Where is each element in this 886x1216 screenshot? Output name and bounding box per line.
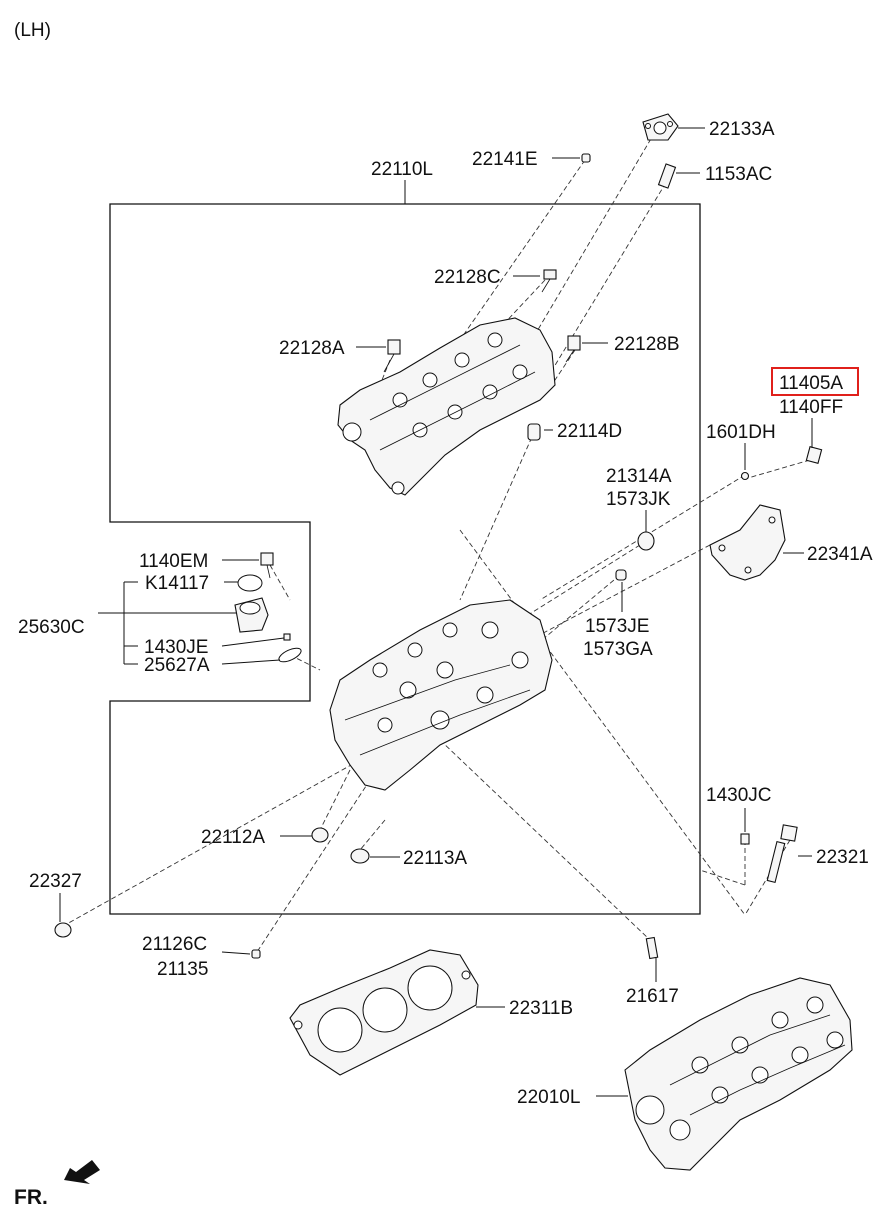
water-outlet-25630C-part[interactable]: [234, 597, 269, 633]
label-22114D[interactable]: 22114D: [557, 421, 622, 442]
label-22128A[interactable]: 22128A: [279, 338, 345, 359]
label-22341A[interactable]: 22341A: [807, 544, 873, 565]
label-22112A[interactable]: 22112A: [201, 827, 265, 848]
label-21135[interactable]: 21135: [157, 959, 208, 980]
label-25627A[interactable]: 25627A: [144, 655, 210, 676]
label-1140EM[interactable]: 1140EM: [139, 551, 208, 572]
label-1430JC[interactable]: 1430JC: [706, 785, 772, 806]
sleeve-part[interactable]: [527, 423, 541, 441]
label-22321[interactable]: 22321: [816, 847, 869, 868]
leader-lines: [59, 127, 813, 1097]
subassembly-bracket: [98, 581, 240, 665]
flange-plate-part[interactable]: [642, 113, 679, 141]
label-21617[interactable]: 21617: [626, 986, 679, 1007]
side-label: (LH): [14, 20, 51, 41]
plug-1601DH-part[interactable]: [740, 471, 750, 481]
pin-1430JC-part[interactable]: [740, 833, 750, 845]
assembly-lines: [64, 131, 811, 956]
part-labels: 22133A 22141E 1153AC 22110L 22128C 22128…: [18, 119, 873, 1108]
bolt-22128B-part[interactable]: [565, 335, 581, 363]
stud-part[interactable]: [657, 163, 677, 189]
label-22128B[interactable]: 22128B: [614, 334, 680, 355]
front-direction-label: FR.: [14, 1186, 48, 1209]
plug-22113A-part[interactable]: [350, 848, 370, 864]
label-1140FF[interactable]: 1140FF: [779, 397, 843, 418]
label-21126C[interactable]: 21126C: [142, 934, 207, 955]
label-1601DH[interactable]: 1601DH: [706, 422, 776, 443]
stud-21617-part[interactable]: [645, 936, 659, 960]
bolt-1140EM-part[interactable]: [260, 552, 274, 579]
dowel-pin-part[interactable]: [581, 153, 591, 163]
gasket-25627A-part[interactable]: [277, 645, 303, 664]
highlight-box: [771, 367, 859, 396]
label-11405A[interactable]: 11405A: [779, 373, 843, 394]
label-22010L[interactable]: 22010L: [517, 1087, 580, 1108]
label-22133A[interactable]: 22133A: [709, 119, 775, 140]
plug-1573JE-part[interactable]: [615, 569, 627, 581]
label-1573JK[interactable]: 1573JK: [606, 489, 671, 510]
label-22141E[interactable]: 22141E: [472, 149, 538, 170]
label-1430JE[interactable]: 1430JE: [144, 637, 208, 658]
pin-1430JE-part[interactable]: [283, 633, 291, 641]
label-1573GA[interactable]: 1573GA: [583, 639, 653, 660]
bolt-1140FF-part[interactable]: [805, 446, 823, 464]
cap-21314A-part[interactable]: [637, 531, 655, 551]
cylinder-head-casting-part[interactable]: [329, 599, 553, 791]
bracket-22341A-part[interactable]: [709, 504, 786, 581]
front-arrow-icon: [64, 1160, 100, 1184]
label-K14117[interactable]: K14117: [145, 573, 209, 594]
o-ring-K14117-part[interactable]: [237, 574, 263, 592]
label-22327[interactable]: 22327: [29, 871, 82, 892]
label-22311B[interactable]: 22311B: [509, 998, 573, 1019]
head-bolt-22321-part[interactable]: [766, 824, 798, 884]
plug-22327-part[interactable]: [54, 922, 72, 938]
label-22110L[interactable]: 22110L: [371, 159, 433, 180]
assembly-outline: [109, 203, 701, 915]
label-1573JE[interactable]: 1573JE: [585, 616, 649, 637]
bolt-22128A-part[interactable]: [383, 339, 401, 373]
head-gasket-22311B-part[interactable]: [289, 949, 479, 1076]
cylinder-head-upper-part[interactable]: [337, 317, 556, 496]
label-22128C[interactable]: 22128C: [434, 267, 501, 288]
label-21314A[interactable]: 21314A: [606, 466, 672, 487]
label-25630C[interactable]: 25630C: [18, 617, 85, 638]
label-22113A[interactable]: 22113A: [403, 848, 467, 869]
pin-21126C-part[interactable]: [251, 949, 261, 959]
label-1153AC[interactable]: 1153AC: [705, 164, 772, 185]
head-assembly-22010L-part[interactable]: [624, 977, 853, 1171]
plug-22112A-part[interactable]: [311, 827, 329, 843]
bolt-22128C-part[interactable]: [541, 269, 557, 293]
